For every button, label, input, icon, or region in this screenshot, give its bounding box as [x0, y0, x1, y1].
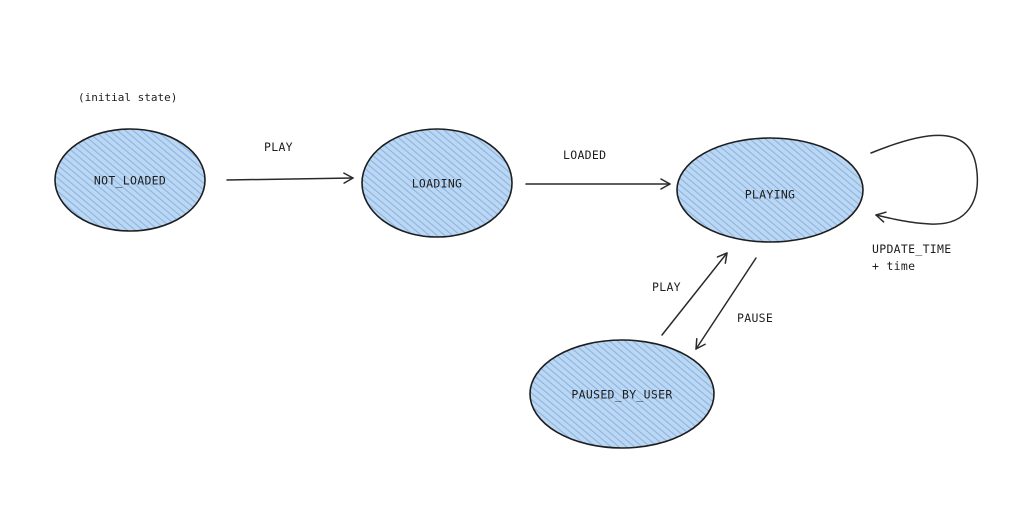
- edge-play-to-loading: PLAY: [226, 140, 354, 184]
- edge-loaded-to-playing: LOADED: [525, 148, 671, 190]
- edge-loaded-to-playing-label: LOADED: [563, 148, 606, 162]
- state-loading[interactable]: LOADING: [361, 128, 513, 238]
- initial-state-note: (initial state): [78, 91, 177, 104]
- edge-pause-to-paused: PAUSE: [695, 257, 773, 350]
- edge-update-time-sublabel: + time: [872, 259, 915, 273]
- state-not-loaded-label: NOT_LOADED: [94, 174, 166, 188]
- edge-play-to-playing: PLAY: [652, 252, 728, 336]
- edge-update-time-self-loop: UPDATE_TIME + time: [870, 134, 979, 273]
- state-playing[interactable]: PLAYING: [676, 137, 864, 243]
- edge-play-to-loading-label: PLAY: [264, 140, 293, 154]
- edge-update-time-label: UPDATE_TIME: [872, 242, 951, 256]
- state-loading-label: LOADING: [412, 177, 463, 191]
- state-not-loaded[interactable]: NOT_LOADED: [54, 128, 206, 232]
- state-playing-label: PLAYING: [745, 188, 796, 202]
- edge-pause-to-paused-label: PAUSE: [737, 311, 773, 325]
- edge-play-to-playing-label: PLAY: [652, 280, 681, 294]
- state-paused-by-user[interactable]: PAUSED_BY_USER: [529, 339, 715, 449]
- state-paused-by-user-label: PAUSED_BY_USER: [571, 388, 672, 402]
